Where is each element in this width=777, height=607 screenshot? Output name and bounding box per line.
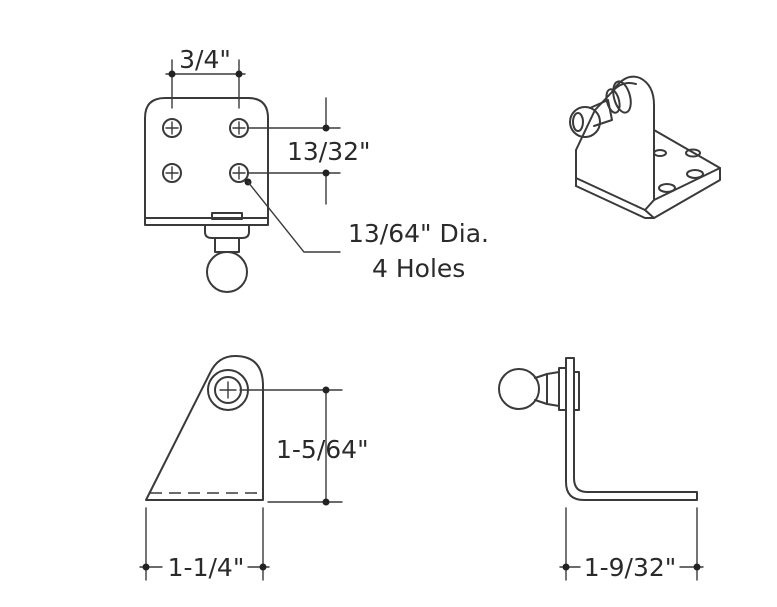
ball-stud: [498, 367, 567, 411]
hole-spacing-horizontal-label: 3/4": [179, 45, 231, 74]
ball-stud: [569, 80, 632, 138]
hole-spacing-vertical-label: 13/32": [287, 137, 371, 166]
dimension-3-4: [165, 59, 246, 109]
hole-note-line1: 13/64" Dia.: [348, 219, 489, 248]
plan-view: [144, 59, 341, 293]
ball-stud: [204, 225, 250, 293]
dimension-1-5-64: [239, 386, 343, 506]
dimension-1-1-4: [139, 507, 270, 581]
end-elevation-view: [498, 357, 704, 581]
mounting-hole: [229, 163, 249, 183]
ball-center-height-label: 1-5/64": [276, 435, 369, 464]
hole-callout-leader: [244, 178, 341, 253]
mounting-hole: [162, 163, 182, 183]
mounting-hole: [229, 118, 249, 138]
base-depth-label: 1-9/32": [584, 553, 677, 582]
hole-note-line2: 4 Holes: [372, 254, 465, 283]
dimension-13-32: [247, 97, 341, 205]
side-elevation-view: [139, 355, 343, 581]
dimension-1-9-32: [559, 507, 704, 581]
mounting-hole: [162, 118, 182, 138]
isometric-view: [569, 75, 721, 219]
base-width-label: 1-1/4": [168, 553, 245, 582]
